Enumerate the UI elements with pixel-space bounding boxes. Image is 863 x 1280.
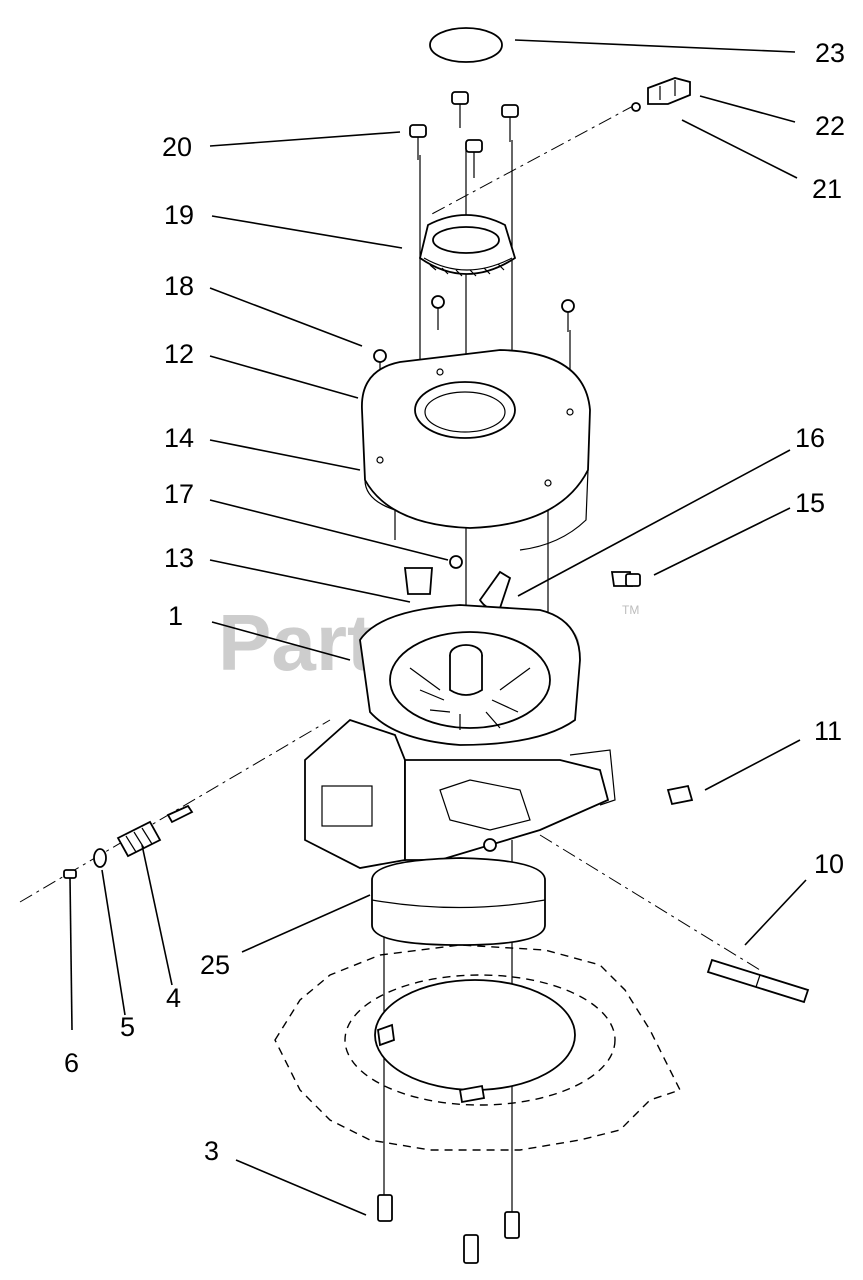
part-13-bracket (403, 567, 433, 595)
watermark-trademark: TM (622, 603, 639, 617)
callout-3: 3 (204, 1136, 219, 1166)
callout-21: 21 (812, 174, 842, 204)
callout-6: 6 (64, 1048, 79, 1078)
callout-13: 13 (164, 543, 194, 573)
part-20-screws (409, 91, 519, 178)
callout-22: 22 (815, 111, 845, 141)
callout-10: 10 (814, 849, 844, 879)
callout-20: 20 (162, 132, 192, 162)
part-4-spring (116, 820, 162, 858)
callout-leaders (69, 39, 807, 1216)
engine-block (304, 718, 616, 869)
part-19-pulley (418, 214, 517, 277)
part-23-cap (429, 27, 503, 63)
callout-16: 16 (795, 423, 825, 453)
callout-labels: 23 22 21 20 19 18 12 14 16 17 15 13 1 11… (64, 38, 845, 1166)
part-1-blower-housing (359, 604, 581, 746)
callout-17: 17 (164, 479, 194, 509)
callout-11: 11 (814, 716, 842, 746)
part-15-bolt (610, 571, 641, 587)
part-25-cylinder (371, 857, 546, 946)
callout-19: 19 (164, 200, 194, 230)
callout-12: 12 (164, 339, 194, 369)
callout-4: 4 (166, 983, 181, 1013)
part-6-pin (63, 869, 77, 879)
base-plate (274, 944, 681, 1151)
part-12-shroud (361, 349, 591, 551)
callout-5: 5 (120, 1012, 135, 1042)
callout-23: 23 (815, 38, 845, 68)
callout-14: 14 (164, 423, 194, 453)
spacer-pin (166, 804, 194, 824)
callout-18: 18 (164, 271, 194, 301)
callout-15: 15 (795, 488, 825, 518)
callout-1: 1 (168, 601, 183, 631)
part-11-connector (666, 784, 694, 806)
part-10-shaft (706, 958, 810, 1004)
part-17-nut (449, 555, 463, 569)
part-22-clip (631, 77, 691, 112)
callout-25: 25 (200, 950, 230, 980)
part-3-bolts (377, 1194, 520, 1264)
part-5-washer (93, 848, 107, 868)
